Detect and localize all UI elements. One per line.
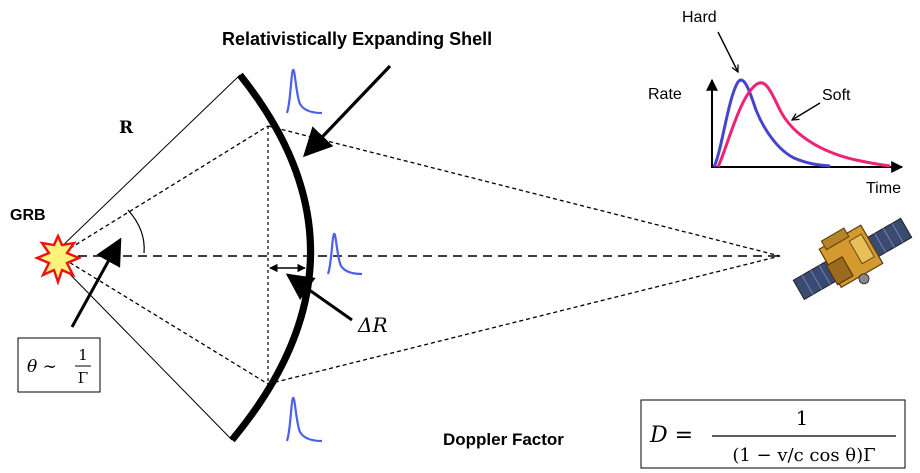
doppler-formula: D = 1 (1 − v/c cos θ)Γ — [640, 399, 906, 469]
shell-title: Relativistically Expanding Shell — [222, 29, 492, 49]
pulse-top — [285, 68, 323, 115]
source-label: GRB — [10, 207, 46, 224]
rate-label: Rate — [648, 86, 682, 103]
soft-curve — [716, 81, 891, 168]
doppler-label: Doppler Factor — [443, 430, 564, 449]
hard-pointer-arrow — [717, 31, 738, 72]
delta-r-pointer-arrow — [285, 273, 353, 322]
ray-lower — [63, 258, 269, 385]
star-burst-icon — [33, 233, 83, 286]
theta-denominator: Γ — [78, 369, 88, 387]
soft-pointer-arrow — [792, 102, 821, 120]
theta-lhs: θ ∼ — [27, 357, 57, 377]
doppler-formula-box — [640, 399, 906, 469]
satellite-icon — [792, 217, 913, 301]
radius-label: R — [119, 118, 134, 138]
observer-ray-lower — [267, 255, 781, 385]
theta-formula-box — [17, 337, 101, 393]
angle-arc — [127, 209, 145, 254]
hard-curve — [712, 78, 831, 168]
theta-pointer-arrow — [70, 237, 122, 328]
observer-ray-upper — [267, 125, 781, 257]
theta-numerator: 1 — [78, 346, 88, 364]
theta-formula: θ ∼ 1 Γ — [17, 337, 101, 393]
soft-label: Soft — [822, 87, 851, 104]
time-label: Time — [866, 180, 901, 197]
doppler-denominator: (1 − v/c cos θ)Γ — [732, 445, 875, 466]
doppler-lhs: D = — [649, 423, 693, 448]
ray-upper — [63, 125, 269, 253]
expanding-shell — [229, 72, 315, 443]
cone-edge-upper — [57, 74, 241, 251]
cone-edge-lower — [57, 261, 233, 441]
pulse-middle — [326, 232, 363, 276]
pulse-bottom — [285, 396, 323, 443]
shell-pointer-arrow — [303, 64, 392, 158]
delta-r-label: ΔR — [357, 313, 388, 337]
hard-label: Hard — [682, 9, 717, 26]
doppler-numerator: 1 — [796, 406, 809, 430]
light-curve-inset: Hard Soft Rate Time — [648, 9, 904, 197]
